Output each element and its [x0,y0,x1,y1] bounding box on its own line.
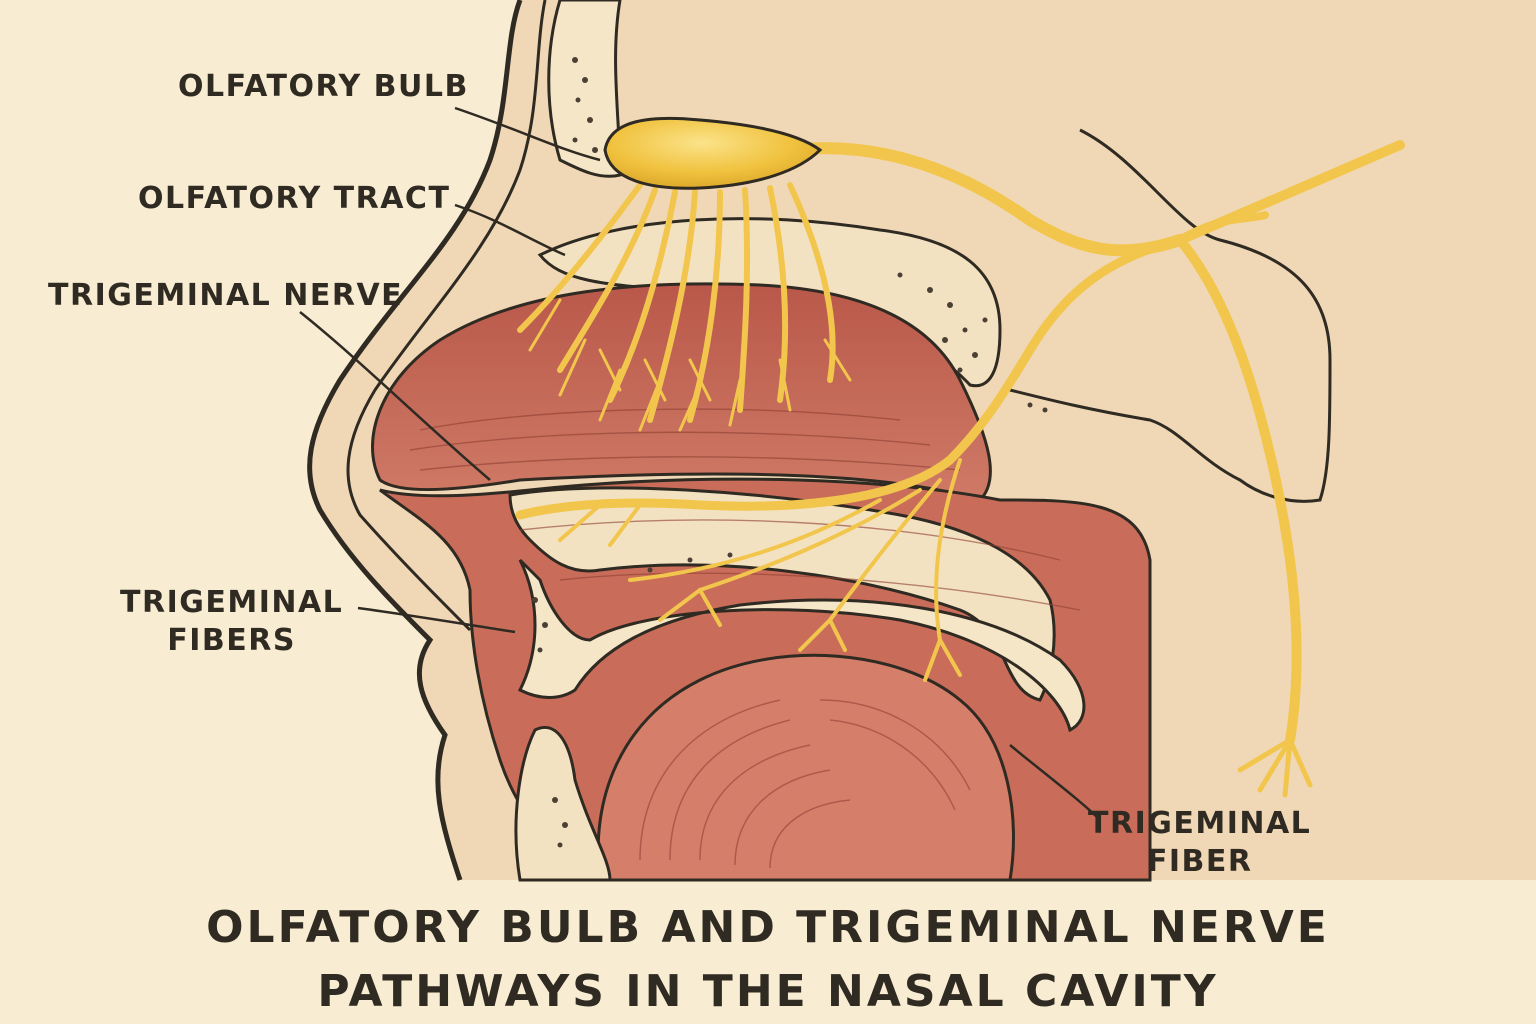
trigeminal-trunk [515,211,1313,798]
tongue [596,653,1015,882]
diagram-title: OLFATORY BULB AND TRIGEMINAL NERVE PATHW… [206,902,1330,1017]
leader-trigeminal-nerve [299,311,491,481]
trigeminal-branches [558,458,962,682]
label-trigeminal-fibers: TRIGEMINAL FIBERS [120,585,344,658]
skull-contour [1009,128,1332,503]
leader-trigeminal-fiber [1009,744,1101,821]
inner-skin-line [346,0,547,632]
middle-turbinate [508,486,1056,702]
frontal-bone [547,0,622,178]
leader-lines [299,106,1101,821]
bone-speckles [532,57,1048,848]
leader-trigeminal-fibers [357,606,516,634]
olfactory-bulb [603,116,823,190]
olfactory-nerve-fibers [517,182,836,423]
label-trigeminal-nerve: TRIGEMINAL NERVE [48,278,404,313]
chin-bone [514,726,612,882]
label-trigeminal-fiber: TRIGEMINAL FIBER [1088,806,1312,879]
label-olfactory-bulb: OLFATORY BULB [178,69,469,104]
label-olfactory-tract: OLFATORY TRACT [138,181,451,216]
mucosa-striations [409,408,1081,611]
tongue-striations [639,699,971,869]
upper-nasal-mucosa [371,282,992,502]
face-profile-outline [307,0,523,881]
inferior-turbinate [517,558,1086,733]
olfactory-nerve-fiber-branches [528,298,852,432]
leader-olfactory-tract [454,203,566,257]
leader-olfactory-bulb [454,106,601,162]
